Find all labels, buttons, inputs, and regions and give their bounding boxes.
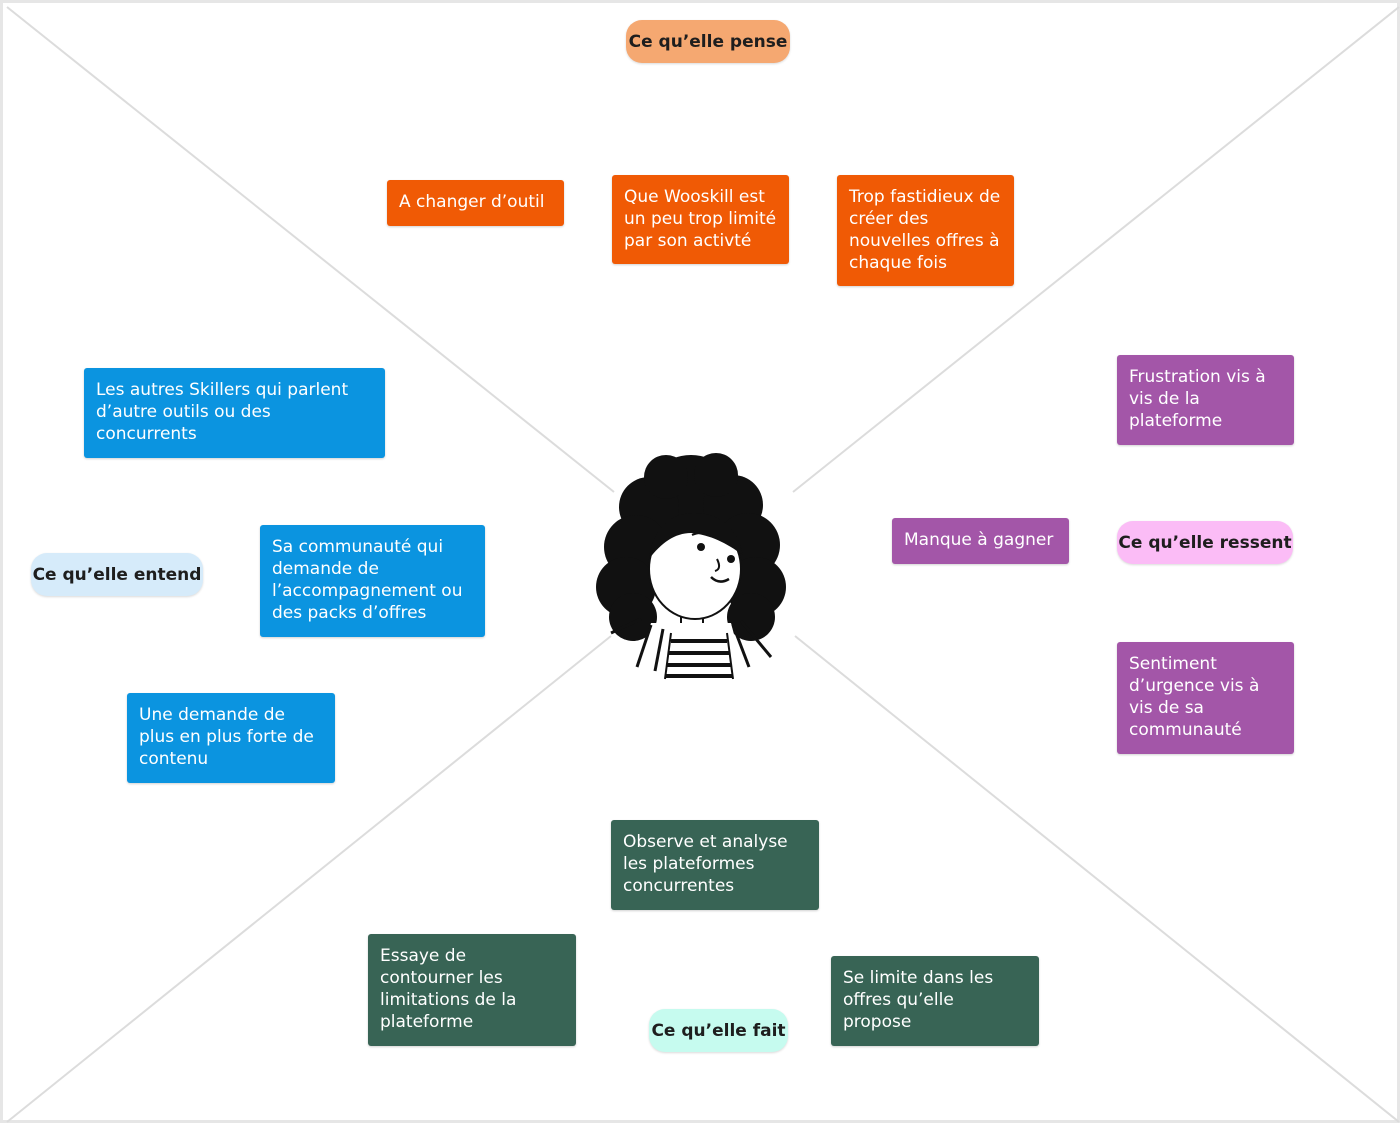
sticky-note-entend-1[interactable]: Les autres Skillers qui parlent d’autre … (84, 368, 385, 458)
sticky-note-entend-3[interactable]: Une demande de plus en plus forte de con… (127, 693, 335, 783)
sticky-note-fait-3[interactable]: Se limite dans les offres qu’elle propos… (831, 956, 1039, 1046)
sticky-note-pense-1[interactable]: A changer d’outil (387, 180, 564, 226)
sticky-note-ressent-2[interactable]: Manque à gagner (892, 518, 1069, 564)
diagonal-line-bottom-right (794, 635, 1400, 1123)
woman-avatar-icon (591, 447, 791, 687)
diagonal-line-bottom-left (6, 635, 612, 1123)
label-ce-quelle-fait[interactable]: Ce qu’elle fait (649, 1009, 788, 1052)
sticky-note-pense-2[interactable]: Que Wooskill est un peu trop limité par … (612, 175, 789, 264)
label-ce-quelle-ressent[interactable]: Ce qu’elle ressent (1117, 521, 1293, 564)
label-ce-quelle-pense[interactable]: Ce qu’elle pense (626, 20, 790, 63)
diagonal-lines (6, 6, 1400, 1123)
diagonal-line-top-left (6, 6, 615, 493)
sticky-note-entend-2[interactable]: Sa communauté qui demande de l’accompagn… (260, 525, 485, 637)
label-ce-quelle-entend[interactable]: Ce qu’elle entend (31, 553, 203, 596)
sticky-note-ressent-1[interactable]: Frustration vis à vis de la plateforme (1117, 355, 1294, 445)
sticky-note-fait-2[interactable]: Essaye de contourner les limitations de … (368, 934, 576, 1046)
sticky-note-pense-3[interactable]: Trop fastidieux de créer des nouvelles o… (837, 175, 1014, 286)
diagonal-line-top-right (792, 6, 1400, 493)
sticky-note-ressent-3[interactable]: Sentiment d’urgence vis à vis de sa comm… (1117, 642, 1294, 754)
sticky-note-fait-1[interactable]: Observe et analyse les plateformes concu… (611, 820, 819, 910)
